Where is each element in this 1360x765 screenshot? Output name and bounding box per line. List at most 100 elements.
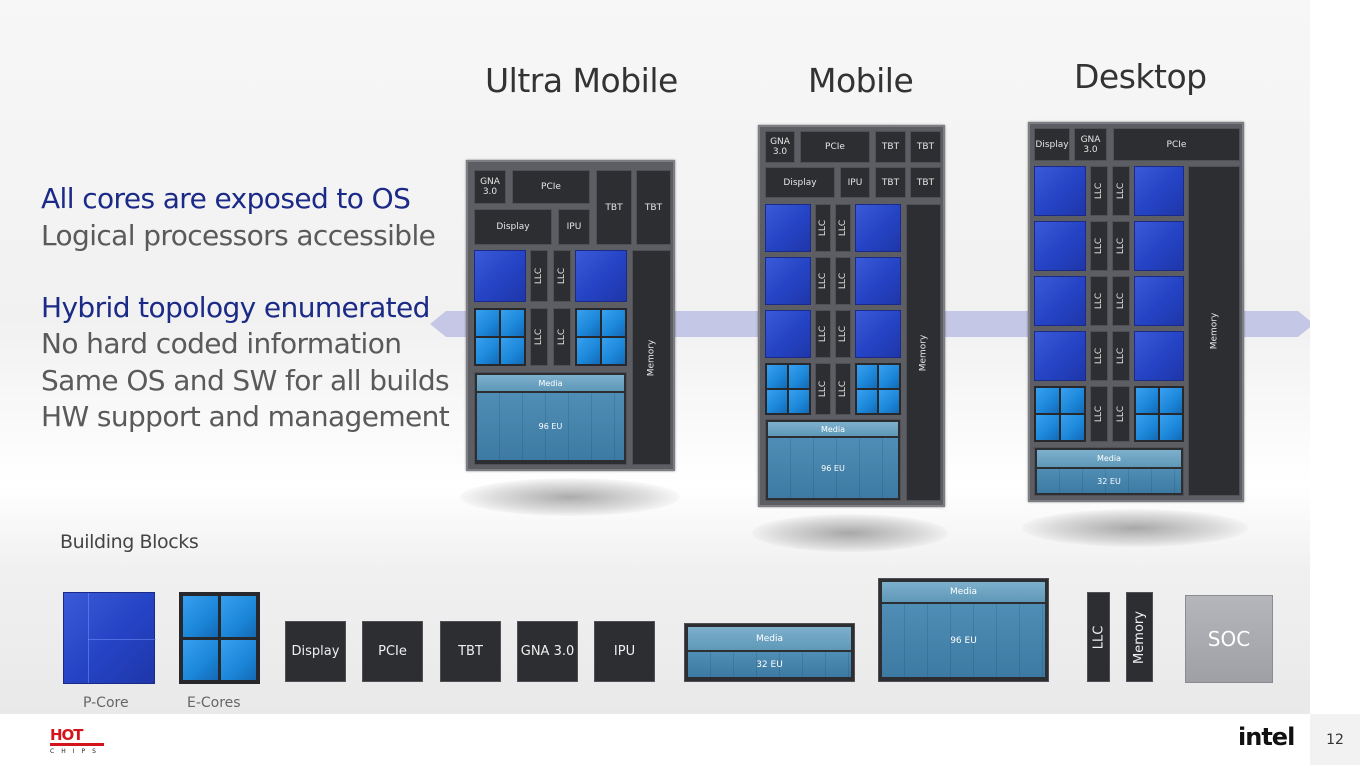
d-display-label: Display [1035, 139, 1069, 150]
m-tbt-3: TBT [875, 167, 906, 198]
title-ultra-mobile: Ultra Mobile [485, 61, 678, 100]
d-gna-label: GNA 3.0 [1080, 134, 1101, 155]
d-pcore-8 [1134, 331, 1184, 381]
m-pcore-6 [855, 310, 901, 358]
d-ecore-2 [1134, 386, 1184, 442]
m-llc-1: LLC [815, 204, 831, 252]
m-llc-4: LLC [835, 257, 851, 305]
arrow-band-right [1243, 311, 1298, 337]
d-llc-5: LLC [1090, 276, 1108, 326]
d-media: Media [1037, 450, 1181, 467]
d-llc-3-label: LLC [1094, 237, 1104, 255]
m-gna-label: GNA 3.0 [770, 137, 790, 157]
m-display: Display [765, 167, 835, 198]
d-llc-10: LLC [1112, 386, 1130, 442]
m-pcore-1 [765, 204, 811, 252]
bb-gna-label: GNA 3.0 [520, 644, 575, 659]
bb-soc: SOC [1185, 595, 1273, 683]
slide: Ultra Mobile Mobile Desktop All cores ar… [0, 0, 1310, 714]
um-eu: 96 EU [477, 393, 624, 460]
m-pcore-2 [855, 204, 901, 252]
hotchips-logo-text: HOT [50, 726, 84, 744]
hotchips-logo-bar [50, 743, 104, 746]
bb-media-32: Media [688, 627, 851, 650]
shadow-desktop [1022, 509, 1248, 547]
m-llc-5-label: LLC [818, 325, 828, 343]
um-media: Media [477, 375, 624, 391]
m-media: Media [768, 422, 898, 436]
d-llc-8: LLC [1112, 331, 1130, 381]
um-ecore-2 [575, 308, 627, 366]
d-llc-7: LLC [1090, 331, 1108, 381]
hotchips-logo-sub: CHIPS [50, 748, 103, 755]
um-llc-4-label: LLC [557, 328, 567, 346]
d-llc-6-label: LLC [1116, 292, 1126, 310]
m-pcie: PCIe [800, 131, 870, 163]
m-llc-8-label: LLC [838, 380, 848, 398]
d-pcore-5 [1034, 276, 1086, 326]
m-llc-6-label: LLC [838, 325, 848, 343]
m-memory: Memory [906, 204, 941, 501]
m-pcore-5 [765, 310, 811, 358]
title-desktop: Desktop [1074, 57, 1207, 96]
m-pcore-3 [765, 257, 811, 305]
um-memory: Memory [632, 250, 671, 465]
um-llc-1: LLC [530, 250, 548, 302]
m-llc-7-label: LLC [818, 380, 828, 398]
m-tbt-1-label: TBT [881, 142, 900, 152]
d-llc-9: LLC [1090, 386, 1108, 442]
shadow-ultra-mobile [460, 478, 680, 516]
text-logical-processors: Logical processors accessible [41, 219, 436, 252]
m-ipu-label: IPU [847, 177, 863, 188]
chip-desktop: Display GNA 3.0 PCIe LLC LLC LLC LLC LLC… [1028, 122, 1244, 502]
bb-ecores [179, 592, 260, 684]
m-gna: GNA 3.0 [765, 131, 795, 163]
m-eu: 96 EU [768, 438, 898, 498]
text-hybrid-topology: Hybrid topology enumerated [41, 291, 430, 324]
m-tbt-4-label: TBT [916, 177, 935, 188]
bb-pcore-line-h [88, 639, 156, 640]
m-pcore-4 [855, 257, 901, 305]
bb-memory-label: Memory [1132, 610, 1147, 664]
arrow-band-mid1 [674, 311, 760, 337]
m-llc-8: LLC [835, 363, 851, 415]
bb-display: Display [285, 621, 346, 682]
m-tbt-2-label: TBT [916, 142, 935, 152]
d-llc-9-label: LLC [1094, 405, 1104, 423]
bb-pcore-line-v [88, 593, 89, 683]
m-llc-6: LLC [835, 310, 851, 358]
um-tbt-1-label: TBT [605, 202, 623, 213]
d-llc-2-label: LLC [1116, 182, 1126, 200]
um-gna: GNA 3.0 [474, 170, 506, 204]
shadow-mobile [752, 514, 948, 552]
chip-ultra-mobile: GNA 3.0 PCIe TBT TBT Display IPU LLC LLC… [466, 160, 675, 471]
bb-pcore-label: P-Core [83, 695, 129, 711]
m-llc-5: LLC [815, 310, 831, 358]
m-llc-3-label: LLC [818, 272, 828, 290]
um-llc-2: LLC [553, 250, 571, 302]
chip-mobile: GNA 3.0 PCIe TBT TBT Display IPU TBT TBT… [758, 125, 945, 507]
um-tbt-1: TBT [596, 170, 632, 245]
m-tbt-2: TBT [910, 131, 941, 163]
d-llc-7-label: LLC [1094, 347, 1104, 365]
d-graphics: Media 32 EU [1034, 447, 1184, 496]
m-pcie-label: PCIe [825, 142, 845, 152]
bb-graphics-96eu: Media 96 EU [878, 578, 1049, 682]
d-ecore-1 [1034, 386, 1086, 442]
m-llc-3: LLC [815, 257, 831, 305]
d-pcore-1 [1034, 166, 1086, 216]
arrow-left-head [430, 311, 446, 337]
bb-soc-label: SOC [1207, 627, 1251, 651]
m-tbt-3-label: TBT [881, 177, 900, 188]
um-pcie-label: PCIe [541, 182, 561, 192]
d-pcore-7 [1034, 331, 1086, 381]
bb-memory: Memory [1126, 592, 1153, 682]
text-same-os: Same OS and SW for all builds [41, 364, 450, 397]
d-llc-10-label: LLC [1116, 405, 1126, 423]
d-memory-label: Memory [1208, 312, 1219, 350]
arrow-right-head [1298, 311, 1310, 337]
footer [0, 714, 1360, 765]
d-llc-5-label: LLC [1094, 292, 1104, 310]
bb-llc: LLC [1087, 592, 1110, 682]
d-llc-1: LLC [1090, 166, 1108, 216]
